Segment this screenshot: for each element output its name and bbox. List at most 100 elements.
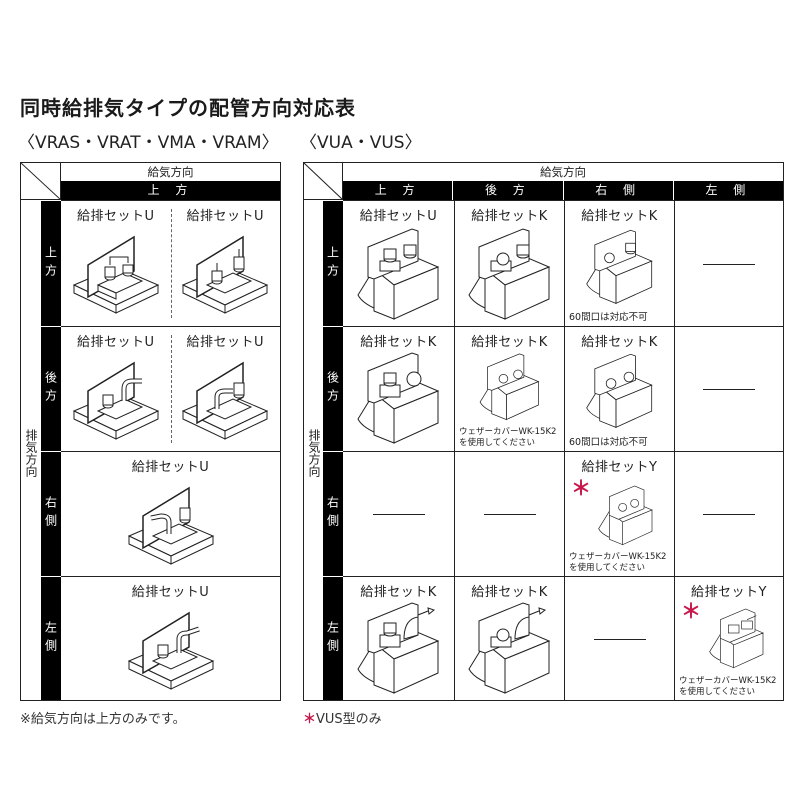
cell-right-right: 給排セットY ＊ ウェザーカバーWK-15K2 を使用してください <box>564 451 674 576</box>
exhaust-direction-label: 排気方向 <box>24 429 38 477</box>
cell-note: 60間口は対応不可 <box>569 312 648 323</box>
row-label-back: 後方 <box>41 326 61 451</box>
floor-unit-illustration-icon <box>356 352 439 444</box>
wall-unit-illustration-icon <box>72 235 159 314</box>
floor-unit-illustration-icon <box>479 353 539 421</box>
set-label: 給排セットU <box>131 585 210 600</box>
row-label-up: 上方 <box>41 200 61 326</box>
cell-left-up: 給排セットU <box>61 576 280 700</box>
floor-unit-illustration-icon <box>356 228 439 320</box>
cell-up-back: 給排セットK <box>454 200 564 326</box>
set-label: 給排セットK <box>581 209 658 224</box>
cell-up-up: 給排セットU <box>343 200 454 326</box>
set-label: 給排セットK <box>360 585 437 600</box>
wall-unit-illustration-icon <box>182 235 269 314</box>
cell-up-left <box>674 200 783 326</box>
not-available-dash <box>483 514 536 515</box>
cell-left-left: 給排セットY ＊ ウェザーカバーWK-15K2 を使用してください <box>674 576 783 700</box>
row-label-up: 上方 <box>323 200 343 326</box>
cell-back-back: 給排セットK ウェザーカバーWK-15K2 を使用してください <box>454 326 564 451</box>
note-line: ウェザーカバーWK-15K2 <box>679 676 777 686</box>
set-label: 給排セットK <box>471 209 548 224</box>
column-header-right: 右 側 <box>562 181 673 200</box>
floor-unit-illustration-icon <box>356 602 439 694</box>
cell-right-left <box>674 451 783 576</box>
wall-unit-illustration-icon <box>127 611 214 690</box>
dashed-divider <box>170 335 172 443</box>
floor-unit-illustration-icon <box>467 228 550 320</box>
set-label: 給排セットK <box>360 335 437 350</box>
floor-unit-illustration-icon <box>709 608 764 669</box>
row-label-right: 右側 <box>41 451 61 576</box>
row-label-right: 右側 <box>323 451 343 576</box>
right-table-footnote: ＊VUS型のみ <box>303 708 382 727</box>
cell-right-back <box>454 451 564 576</box>
row-label-left: 左側 <box>41 576 61 700</box>
floor-unit-illustration-icon <box>597 485 653 546</box>
supply-direction-header: 給気方向 <box>540 165 586 179</box>
column-header-left: 左 側 <box>672 181 783 200</box>
not-available-dash <box>703 389 755 390</box>
row-label-left: 左側 <box>323 576 343 700</box>
vus-only-asterisk-icon: ＊ <box>681 599 701 623</box>
column-header-row: 上 方 <box>61 181 280 200</box>
floor-unit-illustration-icon <box>585 353 653 429</box>
cell-left-right <box>564 576 674 700</box>
cell-up-right: 給排セットK 60間口は対応不可 <box>564 200 674 326</box>
wall-unit-illustration-icon <box>72 361 159 440</box>
note-line: ウェザーカバーWK-15K2 <box>459 427 557 437</box>
set-label: 給排セットK <box>471 585 548 600</box>
vus-only-asterisk-icon: ＊ <box>571 476 591 500</box>
cell-back-right: 給排セットK 60間口は対応不可 <box>564 326 674 451</box>
floor-unit-illustration-icon <box>585 229 653 305</box>
cell-left-back: 給排セットK <box>454 576 564 700</box>
set-label: 給排セットU <box>186 209 264 224</box>
table-corner <box>304 163 343 200</box>
cell-note: 60間口は対応不可 <box>569 437 648 448</box>
note-line: を使用してください <box>569 563 645 573</box>
exhaust-direction-label: 排気方向 <box>307 429 321 477</box>
page-title: 同時給排気タイプの配管方向対応表 <box>20 96 356 120</box>
note-line: を使用してください <box>679 687 755 697</box>
column-header-up: 上 方 <box>374 183 421 197</box>
cell-up-up: 給排セットU 給排セットU <box>61 200 280 326</box>
set-label: 給排セットK <box>581 335 658 350</box>
vus-only-asterisk-icon: ＊ <box>303 712 317 727</box>
diagonal-divider-icon <box>304 163 343 200</box>
cell-back-up: 給排セットK <box>343 326 454 451</box>
set-label: 給排セットU <box>131 460 210 475</box>
not-available-dash <box>703 514 755 515</box>
not-available-dash <box>372 514 425 515</box>
left-table-footnote: ※給気方向は上方のみです。 <box>20 712 186 727</box>
set-label: 給排セットU <box>359 209 438 224</box>
cell-note: ウェザーカバーWK-15K2 を使用してください <box>459 427 556 449</box>
note-line: ウェザーカバーWK-15K2 <box>569 552 667 562</box>
cell-left-up: 給排セットK <box>343 576 454 700</box>
row-label-back: 後方 <box>323 326 343 451</box>
right-table: 給気方向 上 方 後 方 右 側 左 側 排気方向 上方 後方 右側 左側 給排… <box>303 162 784 701</box>
cell-back-up: 給排セットU 給排セットU <box>61 326 280 451</box>
footnote-text: VUS型のみ <box>316 712 382 727</box>
note-line: を使用してください <box>459 438 535 448</box>
cell-right-up: 給排セットU <box>61 451 280 576</box>
supply-direction-header: 給気方向 <box>147 165 194 179</box>
set-label: 給排セットU <box>186 335 264 350</box>
not-available-dash <box>703 263 755 265</box>
left-table-subtitle: 〈VRAS・VRAT・VMA・VRAM〉 <box>18 133 279 153</box>
column-header-row: 上 方 後 方 右 側 左 側 <box>343 181 783 200</box>
wall-unit-illustration-icon <box>127 486 214 565</box>
floor-unit-illustration-icon <box>467 602 550 694</box>
set-label: 給排セットY <box>691 585 767 600</box>
wall-unit-illustration-icon <box>182 361 269 440</box>
cell-right-up <box>343 451 454 576</box>
right-table-subtitle: 〈VUA・VUS〉 <box>300 133 422 153</box>
not-available-dash <box>593 638 646 640</box>
cell-note: ウェザーカバーWK-15K2 を使用してください <box>679 676 776 698</box>
set-label: 給排セットU <box>76 209 155 224</box>
set-label: 給排セットY <box>581 460 658 475</box>
dashed-divider <box>170 209 172 318</box>
column-header-back: 後 方 <box>452 181 562 200</box>
column-header-up: 上 方 <box>147 183 194 197</box>
set-label: 給排セットK <box>471 335 548 350</box>
table-corner <box>21 163 61 200</box>
